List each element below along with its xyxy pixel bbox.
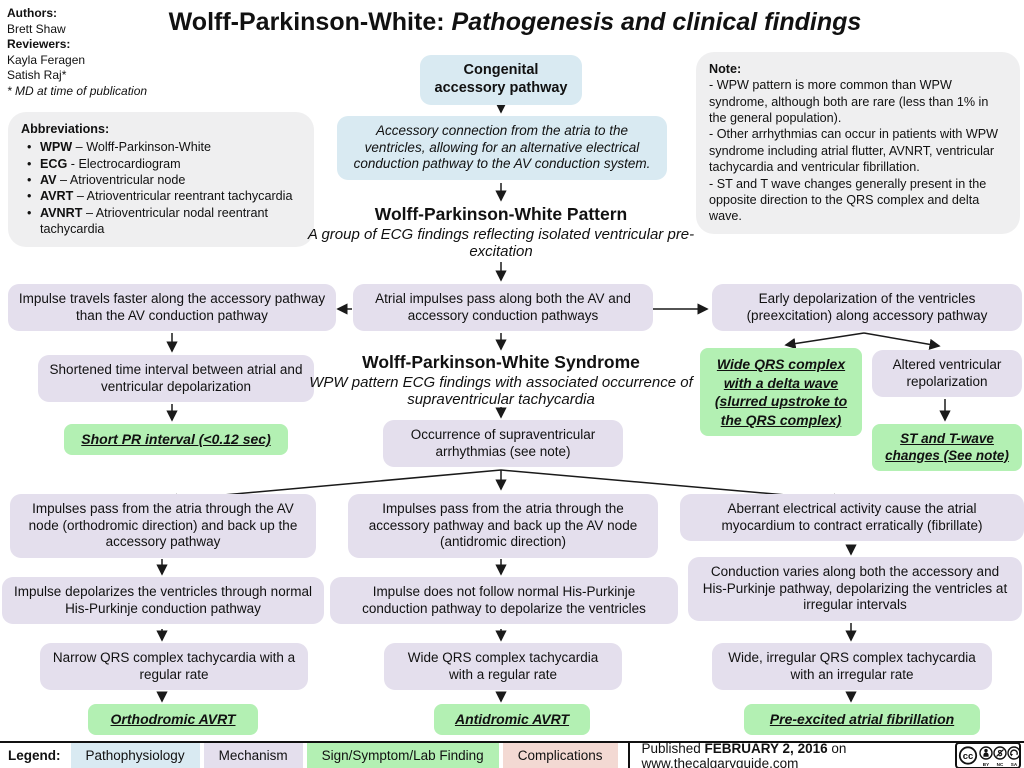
note-title: Note: [709,62,742,76]
footer-bar: Legend: Pathophysiology Mechanism Sign/S… [0,741,1024,768]
wpw-syndrome-subtitle: WPW pattern ECG findings with associated… [309,373,693,409]
reviewer-name: Kayla Feragen [7,52,86,67]
reviewer-name: Satish Raj* [7,68,67,83]
abbreviation-item: ECG - Electrocardiogram [27,156,301,173]
by-icon [979,746,993,760]
legend-sign-symptom-lab-finding: Sign/Symptom/Lab Finding [306,743,499,768]
credits-footnote: * MD at time of publication [7,83,148,98]
node-orthodromic-step2: Impulse depolarizes the ventricles throu… [2,577,324,625]
finding-orthodromic-avrt: Orthodromic AVRT [88,704,258,736]
wpw-pattern-title: Wolff-Parkinson-White Pattern [374,204,628,224]
page-title-emphasis: Pathogenesis and clinical findings [451,8,862,36]
legend-pathophysiology: Pathophysiology [70,743,200,768]
finding-st-t-wave-changes: ST and T-wave changes (See note) [872,424,1022,472]
finding-wide-qrs-delta-wave: Wide QRS complex with a delta wave (slur… [700,348,862,437]
cc-glyph: cc [963,751,974,762]
node-congenital-accessory-pathway: Congenital accessory pathway [420,55,582,105]
cc-by-nc-sa-icon: cc $ BY NC SA [955,742,1021,768]
abbreviations-title: Abbreviations: [21,122,110,136]
node-orthodromic-step3: Narrow QRS complex tachycardia with a re… [40,643,308,691]
abbreviations-list: WPW – Wolff-Parkinson-White ECG - Electr… [21,139,301,237]
node-atrial-impulses: Atrial impulses pass along both the AV a… [353,284,653,332]
abbreviation-item: AVRT – Atrioventricular reentrant tachyc… [27,188,301,205]
finding-preexcited-afib: Pre-excited atrial fibrillation [744,704,980,736]
heading-wpw-syndrome: Wolff-Parkinson-White Syndrome WPW patte… [305,352,697,408]
by-label: BY [983,762,989,767]
node-antidromic-step3: Wide QRS complex tachycardia with a regu… [384,643,622,691]
node-accessory-connection: Accessory connection from the atria to t… [337,116,667,181]
wpw-syndrome-title: Wolff-Parkinson-White Syndrome [362,352,640,372]
node-impulse-travels-faster: Impulse travels faster along the accesso… [8,284,336,332]
node-afib-step1: Aberrant electrical activity cause the a… [680,494,1024,542]
note-line: - Other arrhythmias can occur in patient… [709,127,999,175]
legend-label: Legend: [8,748,61,763]
legend-complications: Complications [502,743,618,768]
author-name: Brett Shaw [7,21,66,36]
node-altered-repolarization: Altered ventricular repolarization [872,350,1022,398]
node-occurrence-arrhythmias: Occurrence of supraventricular arrhythmi… [383,420,623,468]
reviewers-label: Reviewers: [7,37,71,52]
abbreviations-box: Abbreviations: WPW – Wolff-Parkinson-Whi… [8,112,314,247]
node-afib-step2: Conduction varies along both the accesso… [688,557,1022,622]
cc-license-badge: cc $ BY NC SA [955,742,1021,768]
node-afib-step3: Wide, irregular QRS complex tachycardia … [712,643,992,691]
authors-label: Authors: [7,6,57,20]
legend-mechanism: Mechanism [203,743,303,768]
finding-short-pr-interval: Short PR interval (<0.12 sec) [64,424,288,456]
node-orthodromic-step1: Impulses pass from the atria through the… [10,494,316,559]
node-early-depolarization: Early depolarization of the ventricles (… [712,284,1022,332]
abbreviation-item: AVNRT – Atrioventricular nodal reentrant… [27,205,301,238]
note-line: - WPW pattern is more common than WPW sy… [709,78,989,126]
finding-antidromic-avrt: Antidromic AVRT [434,704,590,736]
abbreviation-item: WPW – Wolff-Parkinson-White [27,139,301,156]
nc-label: NC [997,762,1004,767]
node-shortened-interval: Shortened time interval between atrial a… [38,355,314,403]
node-antidromic-step2: Impulse does not follow normal His-Purki… [330,577,678,625]
note-line: - ST and T wave changes generally presen… [709,176,987,224]
node-antidromic-step1: Impulses pass from the atria through the… [348,494,658,559]
page-title: Wolff-Parkinson-White: Pathogenesis and … [110,8,920,37]
nc-icon: $ [993,746,1007,760]
cc-icon [958,746,978,765]
sa-icon [1007,746,1021,760]
sa-label: SA [1011,762,1018,767]
published-line: Published FEBRUARY 2, 2016 on www.thecal… [641,740,847,768]
page-title-prefix: Wolff-Parkinson-White: [168,8,452,36]
abbreviation-item: AV – Atrioventricular node [27,172,301,189]
heading-wpw-pattern: Wolff-Parkinson-White Pattern A group of… [290,204,712,260]
note-box: Note: - WPW pattern is more common than … [696,52,1020,234]
footer-divider [627,743,630,768]
credits-block: Authors: Brett Shaw Reviewers: Kayla Fer… [7,6,232,100]
wpw-pattern-subtitle: A group of ECG findings reflecting isola… [307,225,695,261]
